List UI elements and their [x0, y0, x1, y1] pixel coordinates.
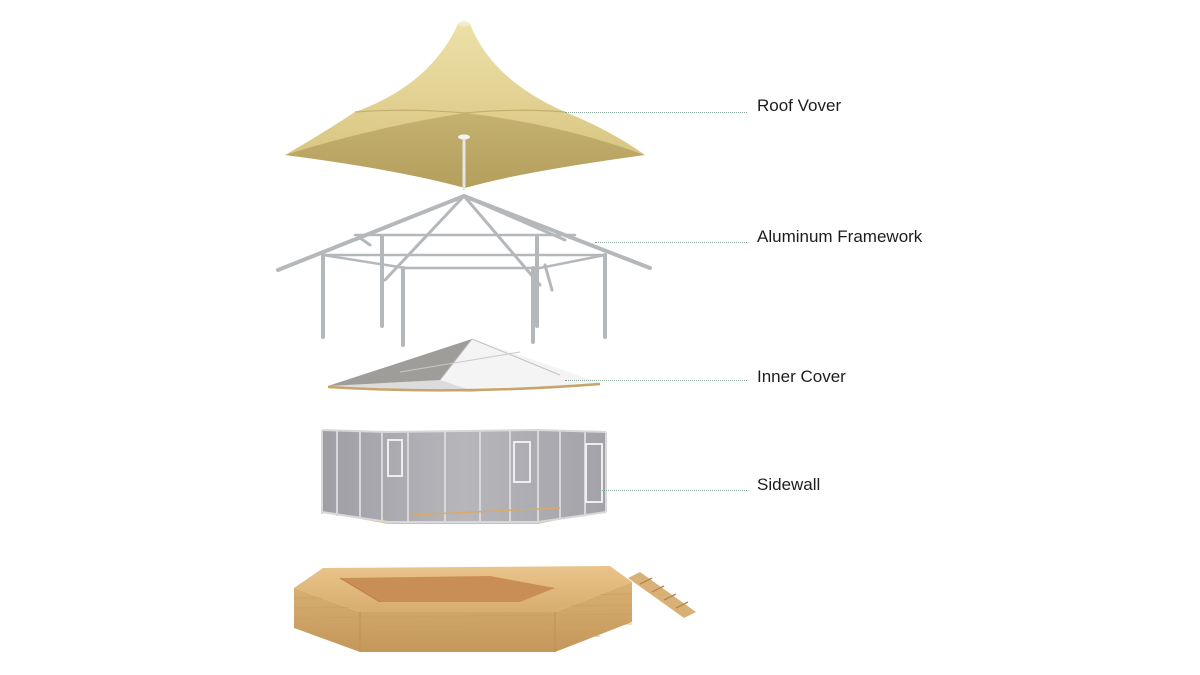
- inner-cover-front-face: [440, 339, 600, 390]
- leader-inner: [565, 380, 747, 381]
- label-sidewall: Sidewall: [757, 475, 821, 494]
- leader-roof: [565, 112, 747, 113]
- sidewall-door: [585, 443, 603, 503]
- leader-frame: [595, 242, 747, 243]
- leader-sidewall: [600, 490, 747, 491]
- aluminum-framework-part: [276, 194, 652, 347]
- platform-steps: [628, 572, 696, 618]
- roof-peak-cap: [458, 21, 470, 27]
- platform-inner-floor: [340, 576, 555, 602]
- sidewall-part: [321, 428, 607, 524]
- sidewall-window-right: [513, 441, 531, 483]
- label-aluminum-framework: Aluminum Framework: [757, 227, 923, 246]
- label-inner-cover: Inner Cover: [757, 367, 846, 386]
- wooden-platform-part: [293, 566, 696, 652]
- platform-side: [294, 582, 632, 652]
- label-roof-cover: Roof Vover: [757, 96, 842, 115]
- inner-cover-part: [327, 338, 601, 392]
- roof-front-edge: [354, 109, 566, 114]
- sidewall-window-left: [387, 439, 403, 477]
- roof-canopy: [285, 24, 645, 155]
- pole-top-cap: [458, 134, 470, 140]
- roof-cover-part: [285, 21, 645, 190]
- inner-cover-left-face: [328, 339, 472, 386]
- sidewall-panels: [322, 430, 606, 522]
